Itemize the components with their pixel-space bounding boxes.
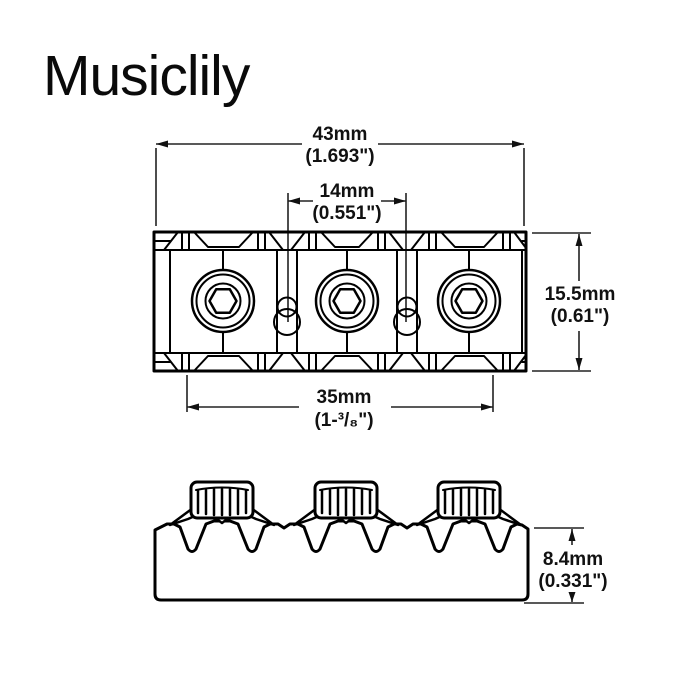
nut-thickness-imperial-label: (0.331") — [538, 571, 607, 592]
dimension-nut-thickness: 8.4mm (0.331") — [524, 527, 608, 604]
clamp-pad-3 — [436, 249, 502, 354]
dimension-mount-spacing: 35mm (1-³/₈") — [186, 375, 494, 431]
top-view-drawing — [152, 230, 528, 373]
brand-logo: Musiclily — [43, 44, 251, 108]
front-view-drawing — [153, 480, 530, 602]
top-chamfer-band — [154, 231, 527, 251]
nut-thickness-metric-label: 8.4mm — [543, 549, 603, 570]
knurled-thumbscrews — [189, 480, 502, 520]
thumbscrew-3 — [436, 480, 502, 520]
clamp-pad-2 — [314, 249, 380, 354]
mount-spacing-metric-label: 35mm — [317, 387, 372, 408]
screw-spacing-imperial-label: (0.551") — [312, 203, 381, 224]
nut-body-outline — [152, 230, 528, 373]
clamp-pad-1 — [190, 249, 256, 354]
hex-socket-2 — [332, 288, 362, 314]
nut-base-outline — [153, 519, 530, 602]
hex-socket-3 — [454, 288, 484, 314]
nut-height-imperial-label: (0.61") — [551, 306, 610, 327]
pad-walls — [169, 249, 523, 354]
mount-spacing-imperial-label: (1-³/₈") — [314, 410, 373, 431]
overall-width-metric-label: 43mm — [313, 124, 368, 145]
thumbscrew-2 — [313, 480, 379, 520]
string-channel-holes — [273, 296, 421, 336]
hex-socket-1 — [208, 288, 238, 314]
dimension-nut-height: 15.5mm (0.61") — [532, 232, 616, 372]
overall-width-imperial-label: (1.693") — [305, 146, 374, 167]
thumbscrew-1 — [189, 480, 255, 520]
dimension-screw-spacing: 14mm (0.551") — [287, 181, 407, 322]
nut-height-metric-label: 15.5mm — [545, 284, 616, 305]
bottom-chamfer-band — [154, 352, 527, 372]
dimension-overall-width: 43mm (1.693") — [155, 124, 525, 226]
screw-spacing-metric-label: 14mm — [320, 181, 375, 202]
